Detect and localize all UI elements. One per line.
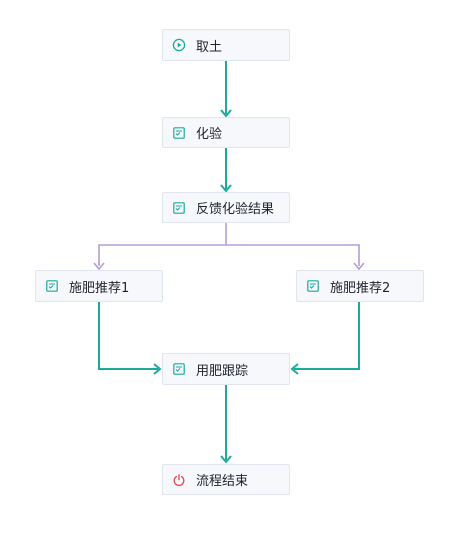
flow-node-feedback[interactable]: 反馈化验结果 xyxy=(162,192,290,223)
node-label: 取土 xyxy=(196,39,223,55)
arrowhead-rec2 xyxy=(353,262,365,271)
arrowhead-test xyxy=(220,109,232,118)
node-label: 流程结束 xyxy=(196,474,249,489)
flow-node-rec2[interactable]: 施肥推荐2 xyxy=(296,270,424,302)
node-label: 反馈化验结果 xyxy=(196,202,275,217)
node-label: 施肥推荐1 xyxy=(69,280,130,296)
edge-rec1-to-track xyxy=(98,302,158,370)
arrowhead-end xyxy=(220,455,232,464)
power-icon xyxy=(172,473,186,487)
form-icon xyxy=(45,279,59,293)
flow-node-test[interactable]: 化验 xyxy=(162,117,290,148)
node-label: 化验 xyxy=(196,127,223,142)
edge-rec2-to-track xyxy=(294,302,360,370)
node-label: 施肥推荐2 xyxy=(330,280,391,296)
flow-node-track[interactable]: 用肥跟踪 xyxy=(162,353,290,385)
flow-node-start[interactable]: 取土 xyxy=(162,29,290,61)
arrowhead-track-left xyxy=(153,363,162,375)
form-icon xyxy=(172,362,186,376)
flow-node-end[interactable]: 流程结束 xyxy=(162,464,290,495)
node-label: 用肥跟踪 xyxy=(196,363,249,379)
arrowhead-feedback xyxy=(220,184,232,193)
form-icon xyxy=(306,279,320,293)
flow-node-rec1[interactable]: 施肥推荐1 xyxy=(35,270,163,302)
form-icon xyxy=(172,126,186,140)
arrowhead-rec1 xyxy=(93,262,105,271)
form-icon xyxy=(172,201,186,215)
edge-feedback-to-rec1 xyxy=(98,223,227,266)
edge-feedback-to-rec2 xyxy=(226,244,360,266)
play-circle-icon xyxy=(172,38,186,52)
arrowhead-track-right xyxy=(290,363,299,375)
